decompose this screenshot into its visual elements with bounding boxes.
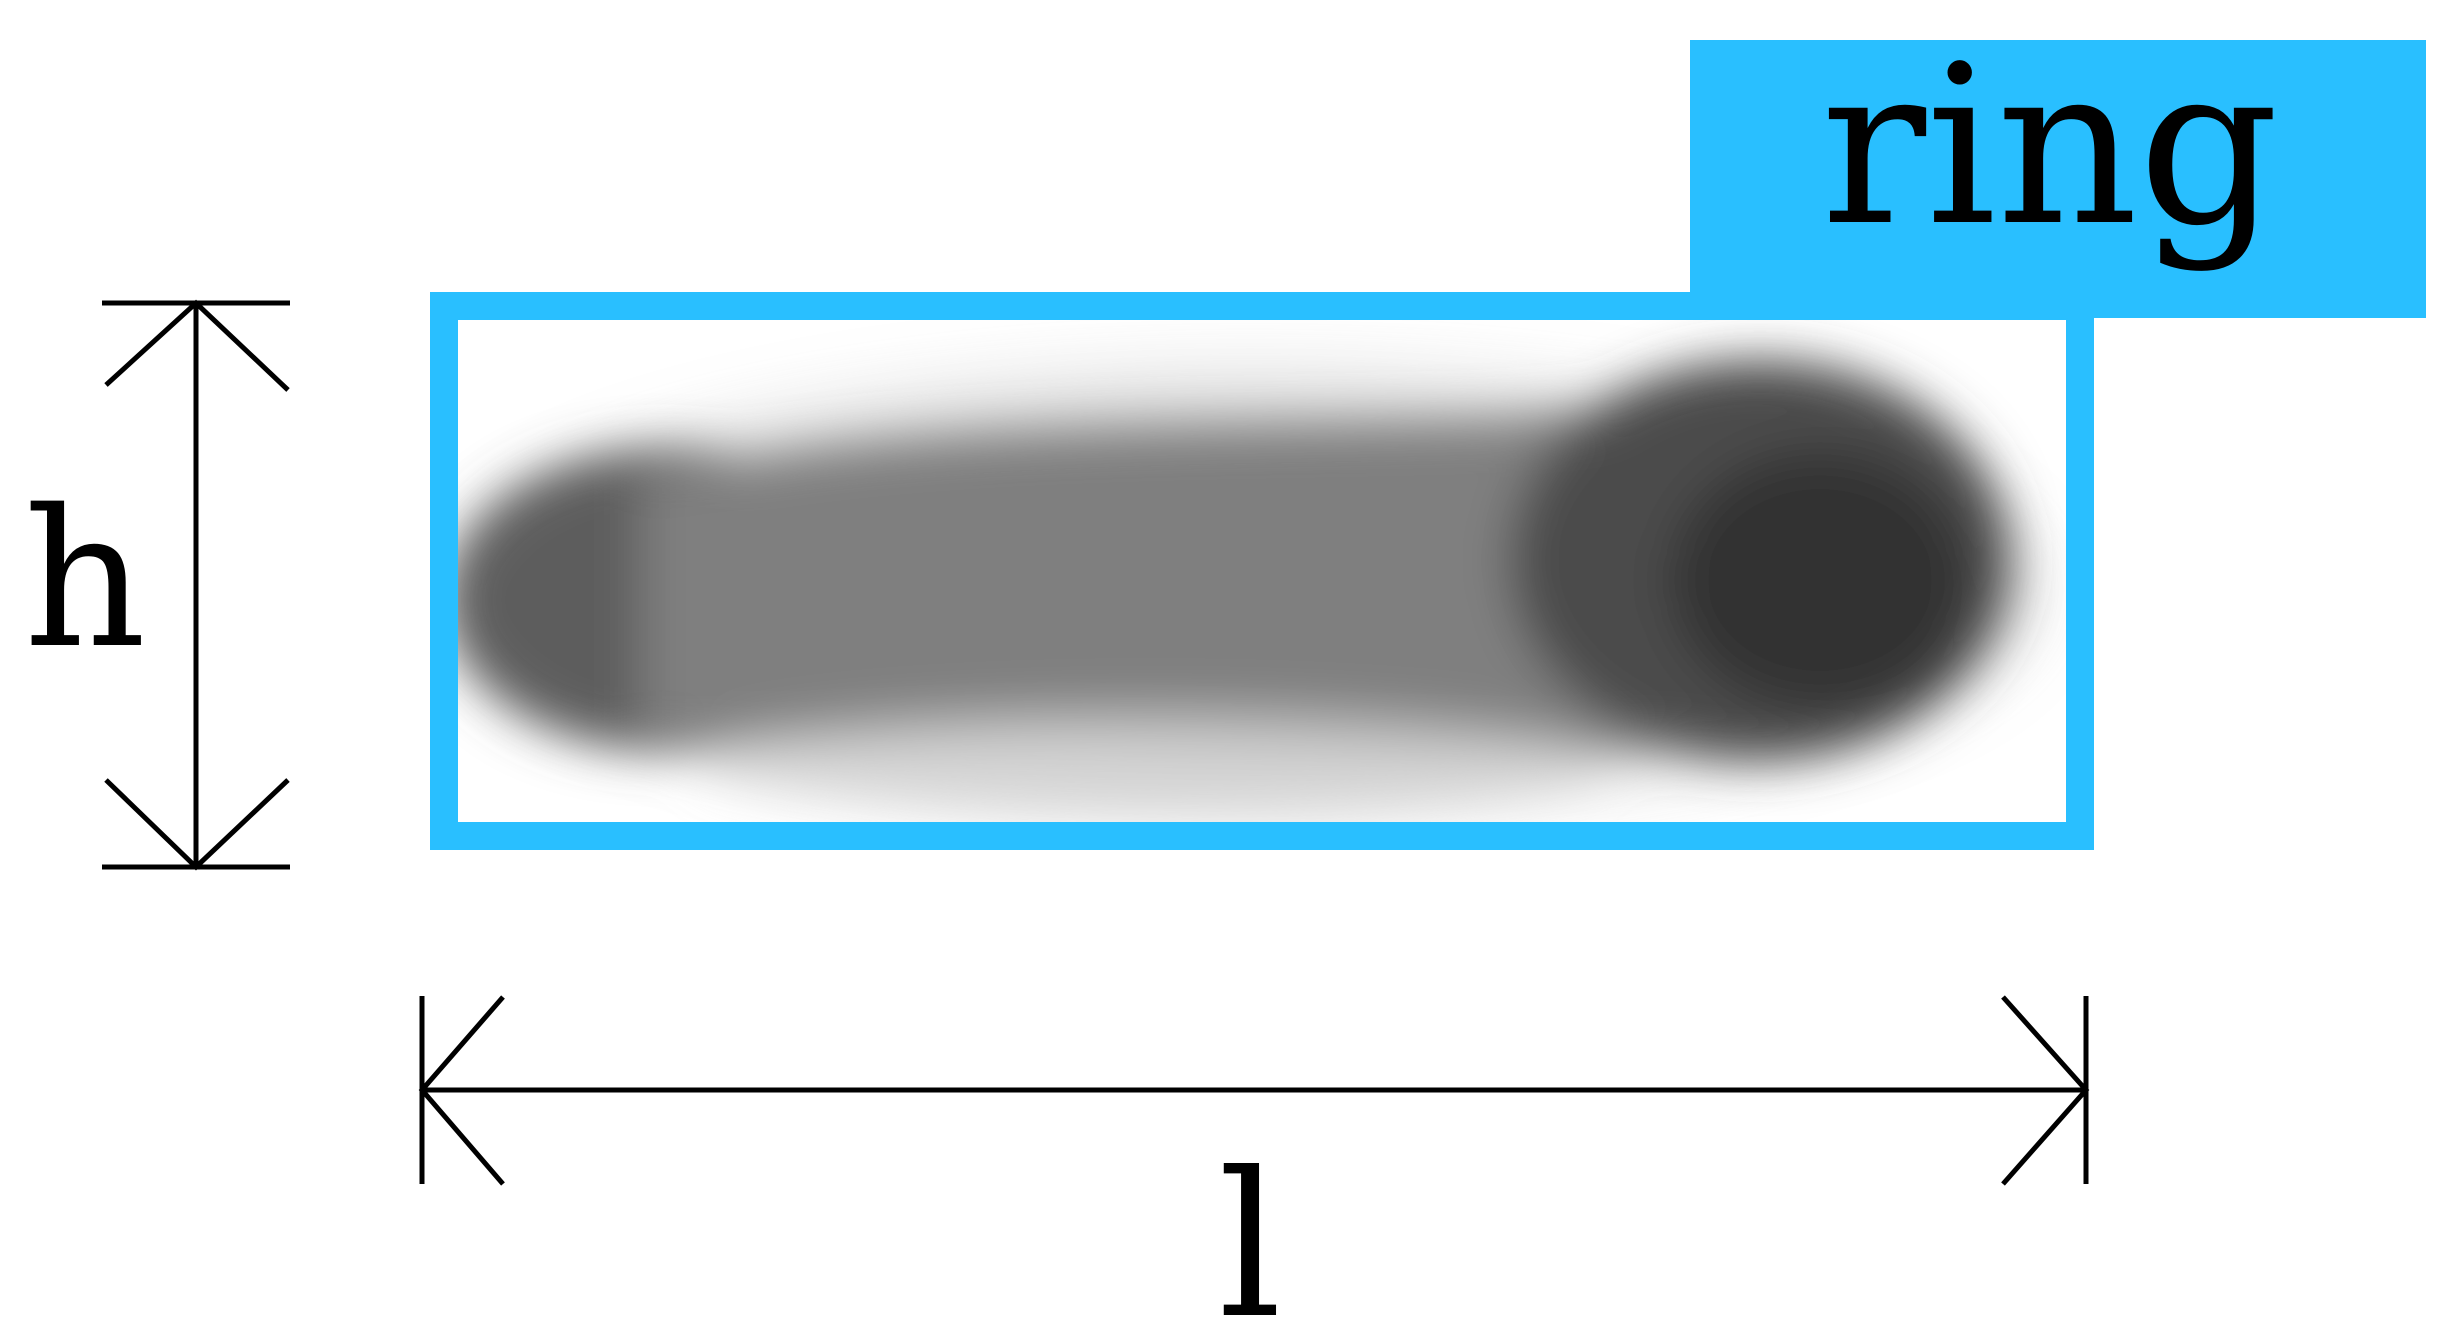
label-tag-background (1690, 40, 2426, 318)
height-arrow-top-icon (104, 299, 290, 392)
label-ring: ring (1821, 18, 2279, 274)
length-arrow-right-icon (2001, 995, 2090, 1186)
length-label: l (1218, 1130, 1282, 1342)
height-arrow-bottom-icon (104, 778, 290, 871)
length-arrow-left-icon (418, 995, 505, 1186)
object-image (458, 360, 2030, 810)
bounding-box (430, 292, 2094, 850)
length-dimension: l (418, 995, 2090, 1342)
object-body (640, 408, 1760, 749)
height-label: h (24, 469, 146, 690)
height-dimension: h (24, 299, 290, 871)
label-tag: ring (1690, 18, 2426, 318)
